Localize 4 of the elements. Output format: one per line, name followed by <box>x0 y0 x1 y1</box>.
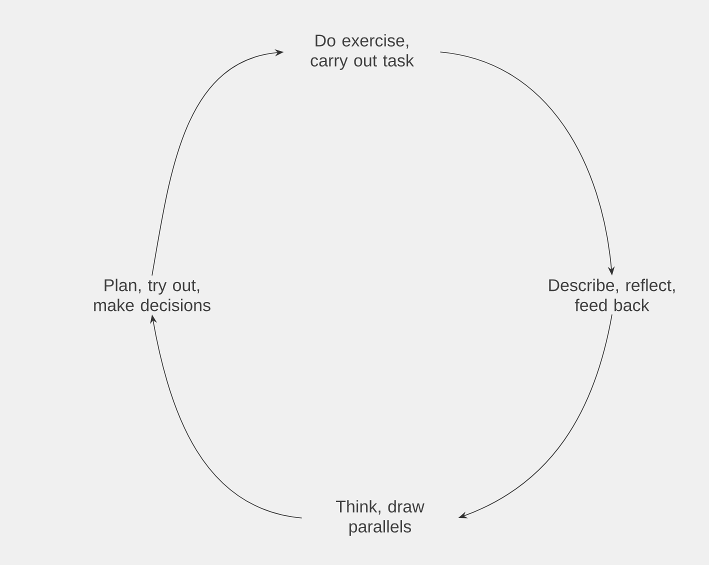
step-label: Do exercise, carry out task <box>310 34 414 70</box>
step-label: Think, draw parallels <box>336 500 424 536</box>
step-label: Describe, reflect, feed back <box>549 278 675 312</box>
step-label: Plan, try out, make decisions <box>94 278 210 312</box>
